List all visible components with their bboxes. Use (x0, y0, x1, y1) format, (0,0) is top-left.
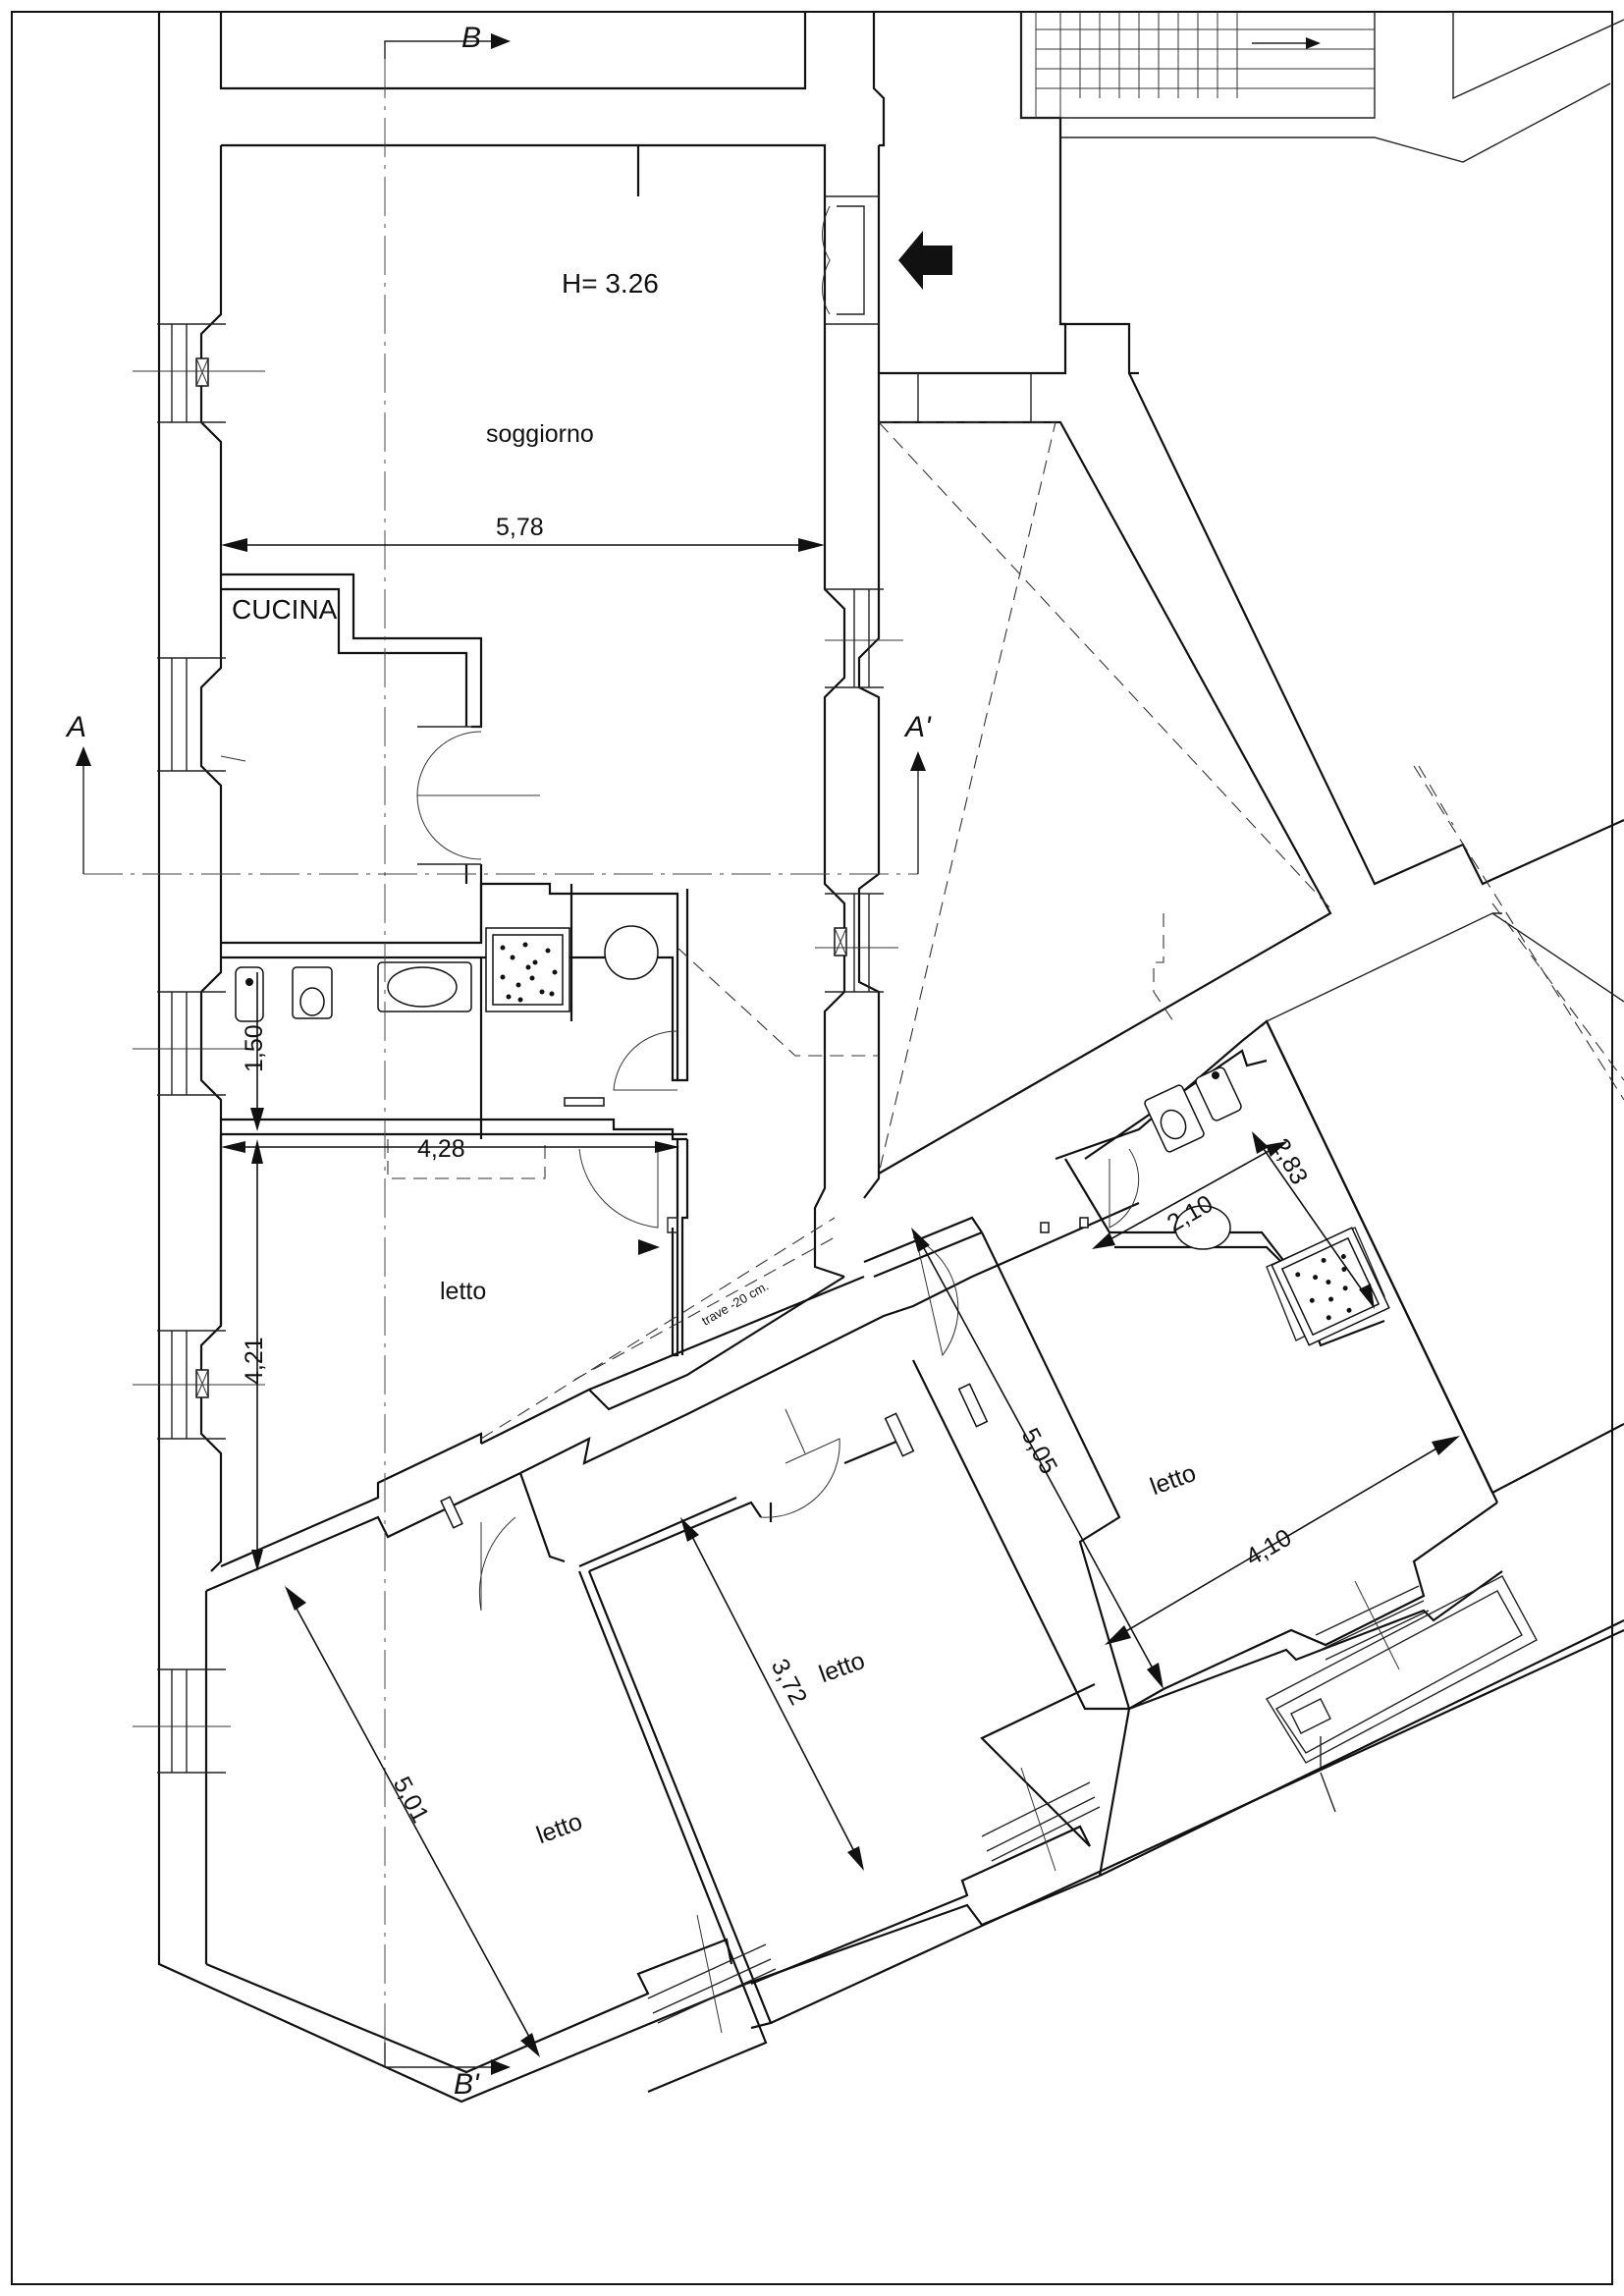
room-label-soggiorno: soggiorno (486, 420, 594, 448)
staircase (1020, 12, 1375, 118)
dim-letto-4-length: 5,05 (1016, 1424, 1063, 1479)
dim-letto-2-length: 5,01 (388, 1773, 435, 1828)
beam-annotation: trave -20 cm. (699, 1279, 771, 1329)
room-label-letto-4: letto (1147, 1459, 1200, 1501)
window-2 (157, 657, 246, 772)
window-3 (133, 991, 245, 1096)
dim-bath2-length: 2,83 (1267, 1134, 1314, 1189)
dim-bath-depth: 1,50 (241, 1024, 268, 1072)
room-label-letto-2: letto (533, 1808, 586, 1849)
window-east-1 (825, 588, 903, 688)
dimension-lines (221, 538, 1460, 2057)
section-marker-b: B (461, 22, 481, 54)
dim-soggiorno-width: 5,78 (496, 514, 544, 541)
room-label-letto-3: letto (816, 1647, 869, 1688)
bath2-sink-icon (1174, 1205, 1231, 1250)
window-1 (133, 323, 265, 423)
window-east-2 (815, 893, 898, 993)
window-south-2 (981, 1767, 1101, 1872)
dim-letto-3-length: 3,72 (766, 1655, 813, 1710)
doors (416, 195, 1140, 1612)
dim-corridor-width: 4,28 (417, 1135, 465, 1163)
bidet-icon (235, 966, 264, 1022)
bath2-shower-tray-icon (1271, 1227, 1390, 1346)
entry-arrow-icon (898, 231, 952, 290)
section-marker-a: A (65, 711, 86, 743)
section-marker-a-prime: A' (903, 711, 932, 743)
entry-door (822, 195, 879, 325)
bath2-bidet-icon (1195, 1066, 1242, 1121)
cucina-door (416, 726, 540, 865)
dim-letto-4-width: 4,10 (1241, 1524, 1296, 1572)
labels: H= 3.26 soggiorno CUCINA letto letto let… (65, 22, 1313, 2101)
sink-icon (377, 961, 472, 1012)
dim-letto-1-depth: 4,21 (241, 1337, 268, 1385)
outer-walls (157, 12, 1624, 2104)
washing-machine-icon (604, 925, 659, 980)
bathroom-fixtures (235, 925, 1390, 1346)
window-south-1 (647, 1914, 777, 2034)
window-5 (133, 1668, 231, 1774)
toilet-icon (292, 966, 333, 1019)
section-marker-b-prime: B' (454, 2068, 480, 2101)
section-axes (76, 33, 926, 2075)
room-label-letto-1: letto (440, 1278, 486, 1305)
shower-tray-icon (485, 927, 570, 1012)
bath2-toilet-icon (1144, 1084, 1205, 1153)
window-4 (133, 1330, 265, 1440)
hidden-lines (387, 421, 1454, 1440)
interior-walls (204, 573, 1624, 2094)
ceiling-height-label: H= 3.26 (562, 268, 659, 299)
window-south-3 (1315, 1580, 1430, 1670)
windows (133, 323, 1430, 2034)
room-label-cucina: CUCINA (232, 594, 338, 625)
drawing-frame (11, 11, 1613, 2285)
